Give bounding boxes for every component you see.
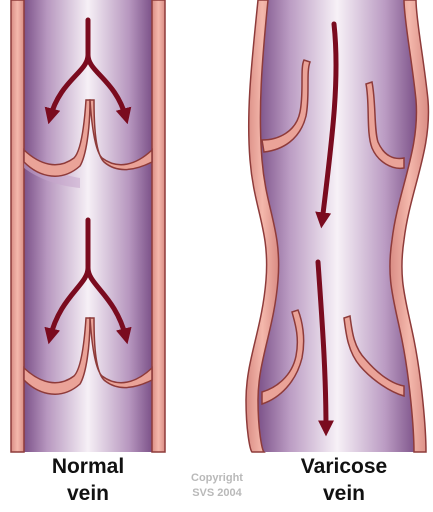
copyright-line1: Copyright [166,471,268,486]
copyright-line2: SVS 2004 [166,486,268,501]
copyright-notice: Copyright SVS 2004 [166,471,268,501]
normal-vein-caption-line2: vein [0,480,176,507]
normal-vein-right-wall [152,0,165,452]
varicose-vein-caption-line1: Varicose [255,453,433,480]
varicose-vein-caption-line2: vein [255,480,433,507]
normal-vein-caption-line1: Normal [0,453,176,480]
normal-vein-caption: Normal vein [0,453,176,507]
varicose-vein-caption: Varicose vein [255,453,433,507]
normal-vein [11,0,165,452]
varicose-vein [246,0,428,452]
normal-vein-left-wall [11,0,24,452]
